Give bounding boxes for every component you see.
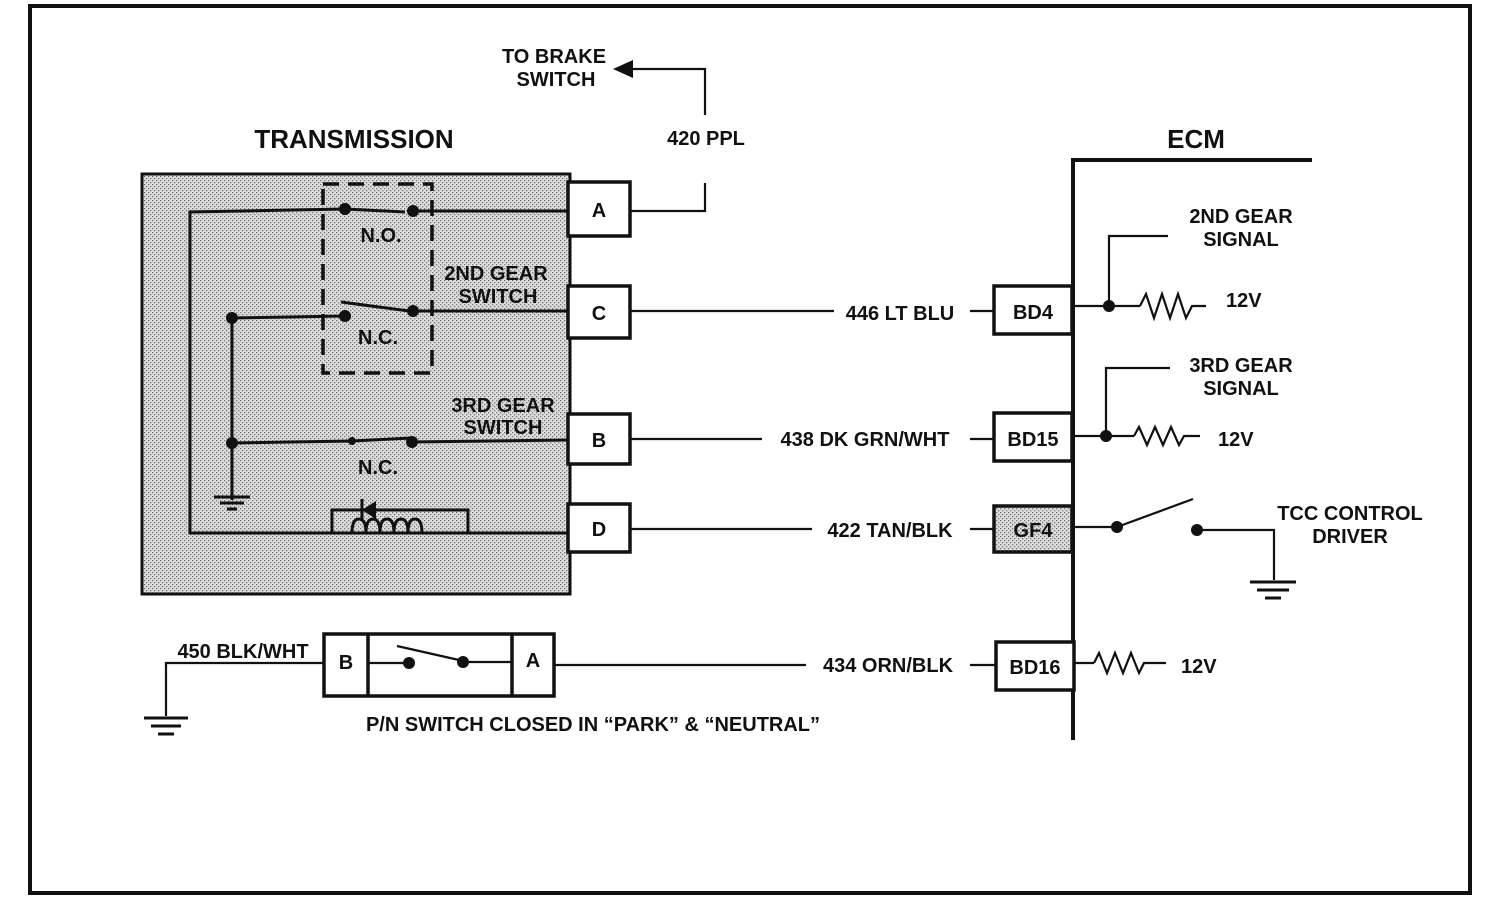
pn-pin-b: B: [339, 652, 353, 674]
wire-420-label: 420 PPL: [667, 128, 745, 150]
second-gear-switch-label-2: SWITCH: [459, 286, 538, 308]
brake-switch-wire-upper: [632, 67, 707, 115]
ecm-pin-bd15: BD15: [1007, 429, 1058, 451]
brake-switch-wire: [630, 183, 707, 213]
pn-ground-icon: [144, 716, 188, 736]
ecm-connector: BD4 BD15 GF4 BD16: [992, 284, 1076, 692]
ecm-pin-bd4: BD4: [1013, 302, 1054, 324]
arrow-left-icon: [613, 60, 633, 78]
transmission-housing: [140, 172, 572, 596]
resistor-icon: [1139, 290, 1206, 322]
voltage-label-bd15: 12V: [1218, 429, 1254, 451]
pn-switch: B A: [322, 632, 556, 698]
transmission-title: TRANSMISSION: [254, 124, 453, 154]
pin-d: D: [592, 519, 606, 541]
voltage-label-bd4: 12V: [1226, 290, 1262, 312]
transmission-internal-wiring: [188, 207, 571, 535]
second-gear-switch-enclosure: [321, 182, 434, 375]
nc-3rd-label: N.C.: [358, 457, 398, 479]
nc-2nd-label: N.C.: [358, 327, 398, 349]
second-gear-signal-label-2: SIGNAL: [1203, 229, 1279, 251]
second-gear-signal-label-1: 2ND GEAR: [1189, 206, 1293, 228]
brake-switch-label-1: TO BRAKE: [502, 46, 606, 68]
transmission-junction-dots: [226, 203, 419, 449]
wire-422-label: 422 TAN/BLK: [827, 520, 953, 542]
third-gear-signal-label-1: 3RD GEAR: [1189, 355, 1293, 377]
no-switch-label: N.O.: [360, 225, 401, 247]
outer-frame: [28, 4, 1472, 895]
ecm-pin-gf4: GF4: [1014, 520, 1054, 542]
ecm-title: ECM: [1167, 124, 1225, 154]
brake-switch-label-2: SWITCH: [517, 69, 596, 91]
wire-450: [164, 661, 324, 716]
voltage-label-bd16: 12V: [1181, 656, 1217, 678]
harness-wires: [553, 309, 996, 667]
second-gear-switch-label-1: 2ND GEAR: [444, 263, 548, 285]
pin-a: A: [592, 200, 606, 222]
wire-438-label: 438 DK GRN/WHT: [781, 429, 950, 451]
pn-pin-a: A: [526, 650, 540, 672]
ecm-internal-circuits: [1072, 234, 1296, 676]
pin-b: B: [592, 430, 606, 452]
diode-icon: [362, 501, 376, 519]
wire-450-label: 450 BLK/WHT: [177, 641, 308, 663]
tcc-control-label-2: DRIVER: [1312, 526, 1388, 548]
third-gear-signal-label-2: SIGNAL: [1203, 378, 1279, 400]
resistor-icon: [1093, 650, 1166, 676]
tcc-solenoid-coil-icon: [350, 517, 424, 534]
tcc-control-label-1: TCC CONTROL: [1277, 503, 1423, 525]
transmission-connector: A C B D: [566, 180, 632, 554]
pin-c: C: [592, 303, 606, 325]
third-gear-switch-label-2: SWITCH: [464, 417, 543, 439]
pn-switch-caption: P/N SWITCH CLOSED IN “PARK” & “NEUTRAL”: [366, 714, 820, 736]
ecm-pin-bd16: BD16: [1009, 657, 1060, 679]
third-gear-switch-label-1: 3RD GEAR: [451, 395, 555, 417]
wire-434-label: 434 ORN/BLK: [823, 655, 954, 677]
wire-446-label: 446 LT BLU: [846, 303, 955, 325]
resistor-icon: [1133, 424, 1200, 448]
